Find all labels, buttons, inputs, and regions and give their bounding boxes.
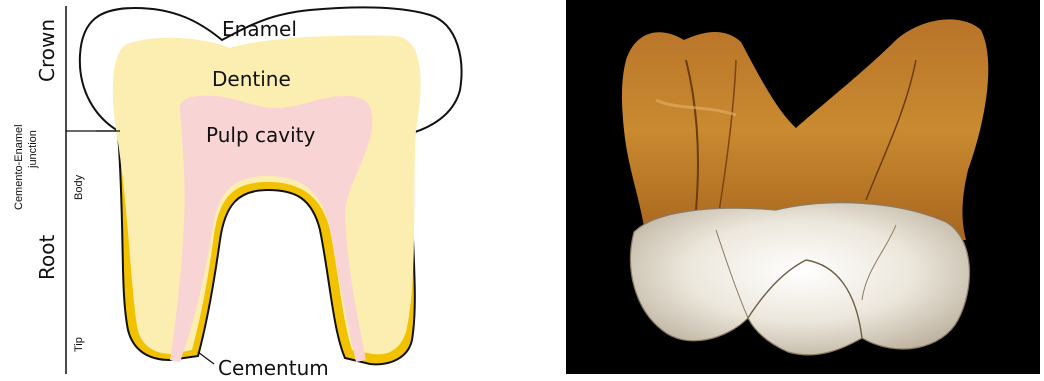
label-pulp-cavity: Pulp cavity — [206, 123, 315, 147]
label-tip: Tip — [73, 337, 85, 352]
label-crown: Crown — [35, 19, 59, 82]
fossil-tooth-photo — [566, 0, 1040, 374]
label-cej-line2: junction — [27, 130, 39, 169]
tooth-diagram-svg: Enamel Dentine Pulp cavity Cementum Crow… — [0, 0, 520, 381]
cementum-pointer — [198, 352, 214, 364]
fossil-tooth-illustration — [566, 0, 1040, 374]
label-root: Root — [35, 235, 59, 280]
label-dentine: Dentine — [212, 67, 291, 91]
fossil-crown — [630, 203, 969, 355]
label-enamel: Enamel — [222, 17, 297, 41]
label-cej-line1: Cemento-Enamel — [13, 124, 25, 210]
label-body: Body — [73, 174, 85, 200]
label-cementum: Cementum — [218, 356, 329, 380]
tooth-anatomy-diagram: Enamel Dentine Pulp cavity Cementum Crow… — [0, 0, 520, 381]
